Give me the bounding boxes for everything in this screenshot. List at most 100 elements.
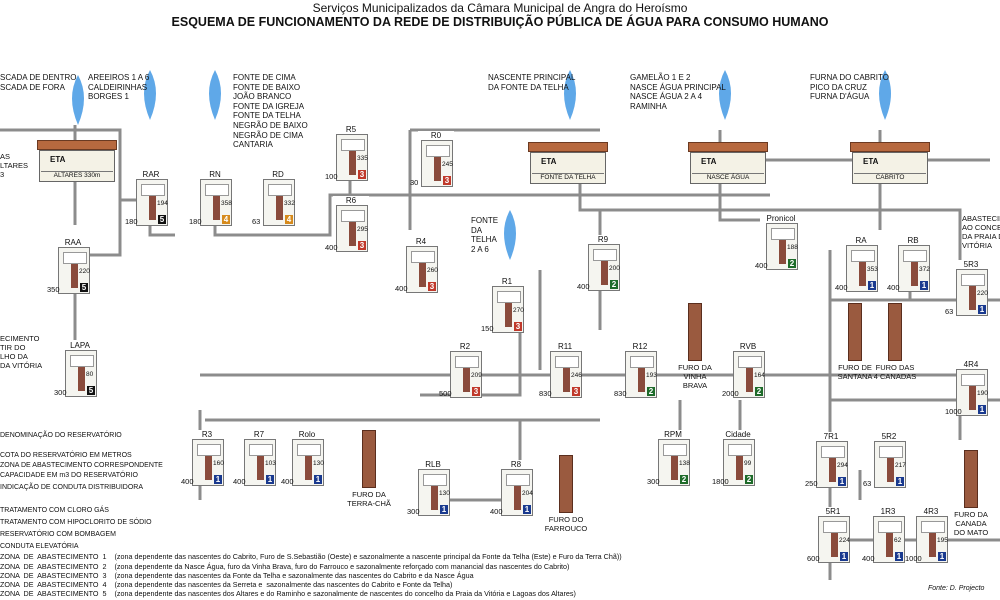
reservoir-window [738,356,762,368]
reservoir-zone: 5 [80,283,88,292]
reservoir-elevation: 372 [919,266,930,273]
reservoir-column [349,151,356,175]
reservoir-name: RPM [655,430,691,440]
reservoir-elevation: 246 [571,372,582,379]
reservoir-window [851,250,875,262]
reservoir-window [921,521,945,533]
legend-distribution-pipe: INDICAÇÃO DE CONDUTA DISTRIBUIDORA [0,484,143,491]
diagram-title: ESQUEMA DE FUNCIONAMENTO DA REDE DE DIST… [171,15,829,29]
reservoir-name: R12 [622,342,658,352]
reservoir-column [736,456,743,480]
reservoir-capacity: 400 [325,243,338,252]
reservoir-elevation: 353 [867,266,878,273]
reservoir-window [728,444,752,456]
reservoir-column [886,533,893,557]
reservoir-window [878,521,902,533]
reservoir-zone: 1 [978,405,986,414]
organization-title: Serviços Municipalizados da Câmara Munic… [312,1,688,15]
reservoir-elevation: 335 [357,155,368,162]
source-label-gamelao: GAMELÃO 1 E 2 NASCE ÁGUA PRINCIPAL NASCE… [630,73,726,111]
source-label-fonte-telha-2a6: FONTE DA TELHA 2 A 6 [471,216,499,254]
reservoir-capacity: 300 [407,507,420,516]
reservoir-window [411,251,435,263]
reservoir-name: R3 [189,430,225,440]
reservoir-column [601,261,608,285]
reservoir-name: 5R3 [953,260,989,270]
reservoir-zone: 1 [214,475,222,484]
station-name: CABRITO [854,173,926,181]
reservoir-window [961,274,985,286]
borehole-pipe [888,303,902,361]
reservoir-zone: 5 [87,386,95,395]
reservoir-capacity: 63 [252,217,261,226]
reservoir-window [555,356,579,368]
reservoir-capacity: 400 [862,554,875,563]
reservoir-window [771,228,795,240]
reservoir-zone: 4 [285,215,293,224]
reservoir-zone: 3 [472,387,480,396]
reservoir-elevation: 200 [609,265,620,272]
reservoir-capacity: 300 [647,477,660,486]
legend-elevation: COTA DO RESERVATÓRIO EM METROS [0,452,132,459]
reservoir-name: R8 [498,460,534,470]
reservoir-name: Pronicol [763,214,799,224]
zone-note-1: ZONA DE ABASTECIMENTO 1 (zona dependente… [0,552,622,561]
reservoir-window [297,444,321,456]
reservoir-window [197,444,221,456]
reservoir-window [497,291,521,303]
reservoir-elevation: 294 [837,462,848,469]
reservoir-name: RA [843,236,879,246]
reservoir-zone: 2 [647,387,655,396]
reservoir-window [249,444,273,456]
reservoir-name: R4 [403,237,439,247]
reservoir-window [593,249,617,261]
reservoir-elevation: 195 [937,537,948,544]
reservoir-window [821,446,845,458]
borehole-pipe [848,303,862,361]
reservoir-column [213,196,220,220]
borehole-pipe [362,430,376,488]
reservoir-column [71,264,78,288]
zone-note-3: ZONA DE ABASTECIMENTO 3 (zona dependente… [0,571,474,580]
borehole-f4: FURO DA TERRA-CHÃ [347,430,391,508]
reservoir-elevation: 164 [754,372,765,379]
reservoir-column [887,458,894,482]
reservoir-column [911,262,918,286]
reservoir-elevation: 295 [357,226,368,233]
borehole-f3: FURO DAS 4 CANADAS [874,303,916,381]
reservoir-column [859,262,866,286]
reservoir-column [419,263,426,287]
legend-lift-pipe: CONDUTA ELEVATÓRIA [0,543,79,550]
reservoir-column [349,222,356,246]
zone-note-4: ZONA DE ABASTECIMENTO 4 (zona dependente… [0,580,453,589]
reservoir-capacity: 400 [887,283,900,292]
reservoir-name: RAR [133,170,169,180]
station-roof [688,142,768,152]
reservoir-column [463,368,470,392]
reservoir-elevation: 209 [471,372,482,379]
reservoir-column [969,286,976,310]
reservoir-column [563,368,570,392]
reservoir-capacity: 400 [577,282,590,291]
reservoir-name: R1 [489,277,525,287]
reservoir-elevation: 204 [522,490,533,497]
station-name: ALTARES 330m [41,171,113,179]
reservoir-zone: 2 [680,475,688,484]
reservoir-name: Cidade [720,430,756,440]
